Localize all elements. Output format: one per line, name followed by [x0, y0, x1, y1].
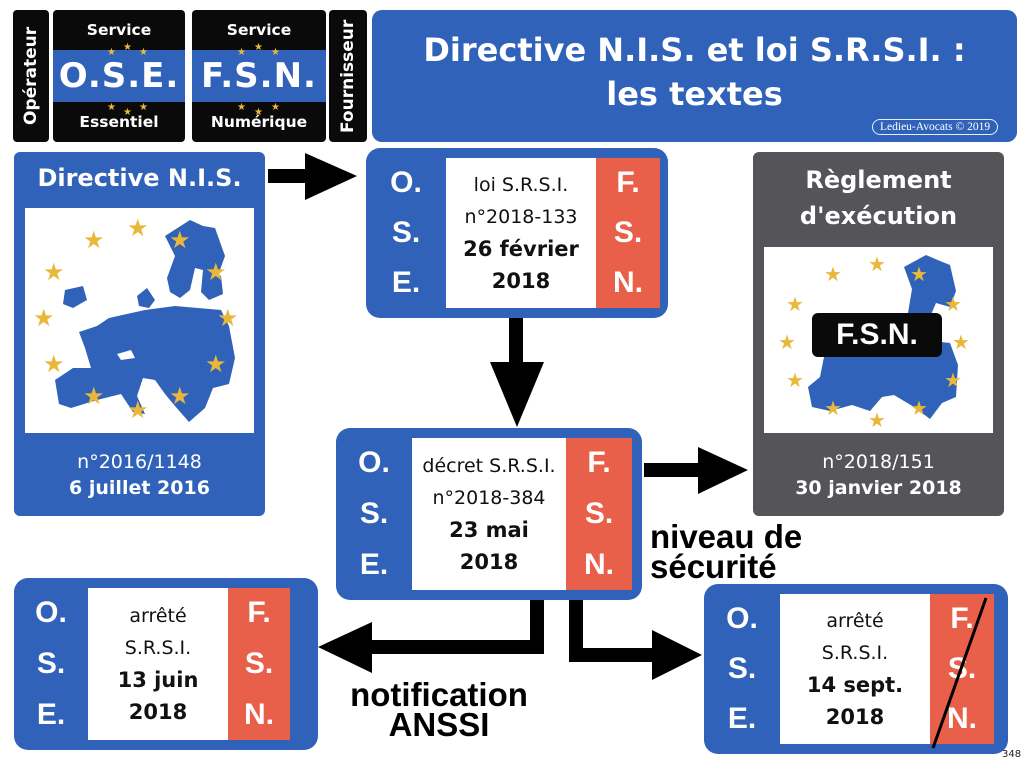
arrow-elbow-right-icon [569, 600, 702, 680]
reglement-number: n°2018/151 [822, 451, 935, 473]
reglement-title: Règlement d'exécution [799, 166, 958, 230]
svg-text:★: ★ [127, 214, 149, 242]
star-icon: ★ [237, 47, 246, 58]
fsn-letters: F. S. N. [228, 588, 290, 740]
eu-map-image: ★ ★ ★ ★ ★ ★ ★ ★ ★ ★ ★ ★ [25, 208, 254, 433]
eu-map-icon: ★ ★ ★ ★ ★ ★ ★ ★ ★ ★ ★ ★ [33, 214, 239, 424]
svg-text:★: ★ [205, 350, 227, 378]
svg-text:★: ★ [952, 330, 970, 354]
fsn-letters-struck: F. S. N. [930, 594, 994, 744]
star-icon: ★ [107, 102, 116, 113]
loi-srsi-box: O. S. E. loi S.R.S.I. n°2018-133 26 févr… [366, 148, 668, 318]
arrete-sept-box: O. S. E. arrêté S.R.S.I. 14 sept. 2018 F… [704, 584, 1008, 754]
svg-text:★: ★ [944, 292, 962, 316]
svg-text:★: ★ [786, 292, 804, 316]
svg-text:★: ★ [910, 262, 928, 286]
svg-text:★: ★ [868, 252, 886, 276]
arrow-down-icon [490, 318, 544, 427]
fsn-side-label: Fournisseur [329, 10, 367, 142]
svg-text:★: ★ [127, 396, 149, 424]
title-line-1: Directive N.I.S. et loi S.R.S.I. : [423, 31, 966, 69]
directive-nis-title: Directive N.I.S. [37, 164, 242, 192]
notification-anssi-label: notification ANSSI [350, 676, 528, 743]
loi-text: loi S.R.S.I. n°2018-133 26 février 2018 [446, 158, 596, 308]
svg-text:★: ★ [33, 304, 55, 332]
svg-text:★: ★ [778, 330, 796, 354]
star-icon: ★ [271, 47, 280, 58]
ose-letters: O. S. E. [35, 596, 67, 731]
ose-side-label: Opérateur [13, 10, 49, 142]
star-icon: ★ [237, 102, 246, 113]
star-icon: ★ [254, 42, 263, 53]
arrete-sept-text: arrêté S.R.S.I. 14 sept. 2018 [780, 594, 930, 744]
ose-letters: O. S. E. [358, 446, 390, 581]
credit-badge: Ledieu-Avocats © 2019 [872, 119, 999, 135]
niveau-securite-label: niveau de sécurité [650, 518, 803, 585]
arrete-juin-text: arrêté S.R.S.I. 13 juin 2018 [88, 588, 228, 740]
svg-text:★: ★ [169, 382, 191, 410]
ose-bottom-band: Essentiel [53, 102, 185, 142]
directive-nis-footer: n°2016/1148 6 juillet 2016 [14, 436, 265, 516]
fsn-badge: F.S.N. [812, 313, 942, 357]
svg-text:★: ★ [824, 262, 842, 286]
fsn-letters: F. S. N. [566, 438, 632, 590]
fsn-top-band: Service [192, 10, 326, 50]
svg-text:★: ★ [83, 226, 105, 254]
svg-text:★: ★ [205, 258, 227, 286]
svg-text:★: ★ [43, 350, 65, 378]
reglement-card: Règlement d'exécution ★ ★ ★ ★ ★ ★ ★ ★ ★ ★ ★ ★ … [753, 152, 1004, 516]
eu-map-image: ★ ★ ★ ★ ★ ★ ★ ★ ★ ★ ★ ★ F.S.N. [764, 247, 993, 433]
svg-text:★: ★ [944, 368, 962, 392]
ose-top-band: Service [53, 10, 185, 50]
star-icon: ★ [123, 107, 132, 118]
ose-acronym: O.S.E. [53, 50, 185, 102]
svg-text:★: ★ [43, 258, 65, 286]
ose-letters: O. S. E. [726, 602, 758, 735]
fsn-bottom-band: Numérique [192, 102, 326, 142]
svg-text:★: ★ [786, 368, 804, 392]
star-icon: ★ [123, 42, 132, 53]
directive-nis-date: 6 juillet 2016 [69, 477, 210, 499]
decret-srsi-box: O. S. E. décret S.R.S.I. n°2018-384 23 m… [336, 428, 642, 600]
page-title: Directive N.I.S. et loi S.R.S.I. : les t… [372, 10, 1017, 142]
directive-nis-number: n°2016/1148 [77, 451, 202, 473]
svg-text:★: ★ [910, 396, 928, 420]
eu-map-icon: ★ ★ ★ ★ ★ ★ ★ ★ ★ ★ ★ ★ [778, 252, 970, 432]
ose-letters: O. S. E. [390, 166, 422, 299]
arrow-elbow-left-icon [318, 600, 544, 673]
arrete-juin-box: O. S. E. arrêté S.R.S.I. 13 juin 2018 F.… [14, 578, 318, 750]
directive-nis-card: Directive N.I.S. ★ ★ ★ ★ ★ ★ ★ ★ ★ ★ ★ ★ n°201… [14, 152, 265, 516]
star-icon: ★ [271, 102, 280, 113]
ose-logo: Opérateur Service O.S.E. Essentiel ★ ★ ★… [13, 10, 185, 142]
arrow-right-icon [644, 447, 748, 494]
fsn-letters: F. S. N. [596, 158, 660, 308]
svg-text:★: ★ [83, 382, 105, 410]
svg-text:★: ★ [824, 396, 842, 420]
star-icon: ★ [107, 47, 116, 58]
title-line-2: les textes [606, 75, 783, 113]
arrow-right-icon [268, 153, 357, 200]
reglement-date: 30 janvier 2018 [795, 477, 962, 499]
svg-text:★: ★ [868, 408, 886, 432]
svg-text:★: ★ [217, 304, 239, 332]
reglement-footer: n°2018/151 30 janvier 2018 [753, 436, 1004, 516]
svg-text:★: ★ [169, 226, 191, 254]
star-icon: ★ [139, 47, 148, 58]
page-number: 348 [1002, 749, 1022, 760]
fsn-logo: Service F.S.N. Numérique Fournisseur ★ ★… [192, 10, 368, 142]
fsn-acronym: F.S.N. [192, 50, 326, 102]
star-icon: ★ [254, 107, 263, 118]
star-icon: ★ [139, 102, 148, 113]
decret-text: décret S.R.S.I. n°2018-384 23 mai 2018 [412, 438, 566, 590]
